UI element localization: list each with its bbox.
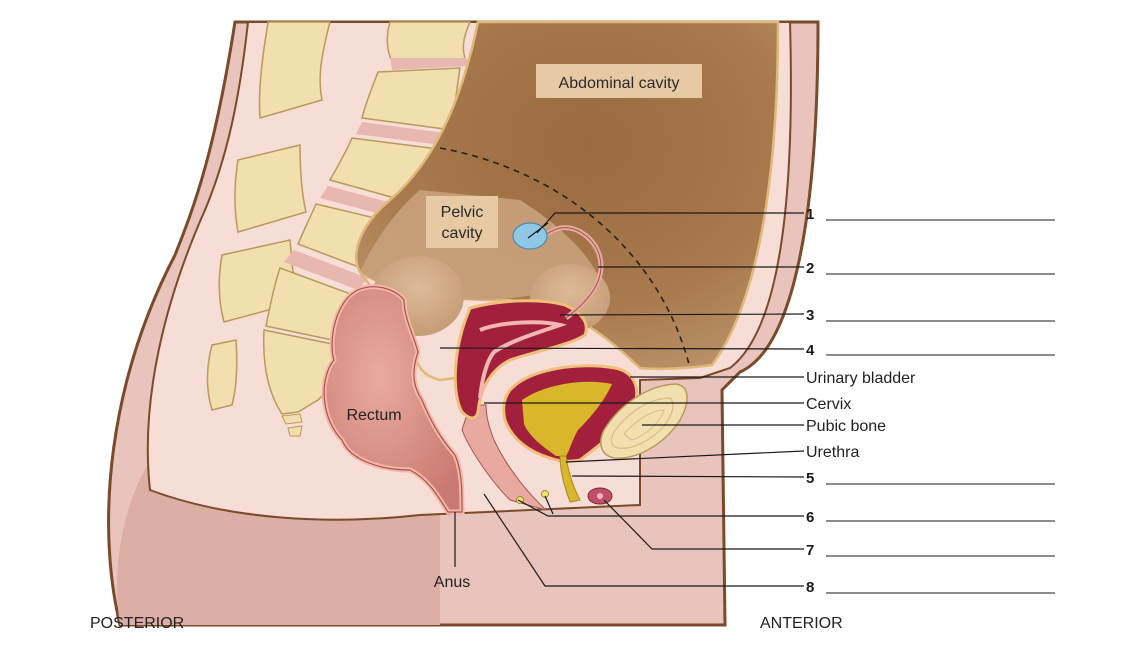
posterior-label: POSTERIOR [90,615,184,632]
clitoris-detail [597,493,603,499]
callouts: 1 2 3 4 Urinary bladder Cervix Pubic bon… [806,206,1055,596]
bladder-urine [522,381,612,456]
rectum-label: Rectum [346,407,401,424]
urinary-bladder-label: Urinary bladder [806,370,916,387]
spine [206,21,472,437]
callout-8: 8 [806,579,814,596]
abdominal-cavity-label-box [536,64,702,98]
pelvic-cavity-label-2: cavity [442,225,483,242]
vagina-shape [461,404,547,511]
uterus-shape [453,299,588,420]
abdominal-cavity-label: Abdominal cavity [559,75,680,92]
pubic-bone-label: Pubic bone [806,418,886,435]
rectum-outline [323,286,463,513]
anterior-label: ANTERIOR [760,615,843,632]
callout-2: 2 [806,260,814,277]
callout-1: 1 [806,206,814,223]
uterine-cavity [478,320,567,399]
gland-right [541,490,549,498]
urethra-label: Urethra [806,444,859,461]
callout-5: 5 [806,470,814,487]
callout-7: 7 [806,542,814,559]
pelvic-cavity-label-box [426,196,498,248]
callout-6: 6 [806,509,814,526]
anus-label: Anus [434,574,470,591]
pelvic-cavity-label-1: Pelvic [441,204,484,221]
cervix-label: Cervix [806,396,851,413]
urethra-shape [559,455,581,503]
fallopian-tube-outline [541,227,602,319]
callout-3: 3 [806,307,814,324]
pelvic-brim-line [439,147,691,369]
leader-lines [439,212,805,587]
callout-4: 4 [806,342,815,359]
